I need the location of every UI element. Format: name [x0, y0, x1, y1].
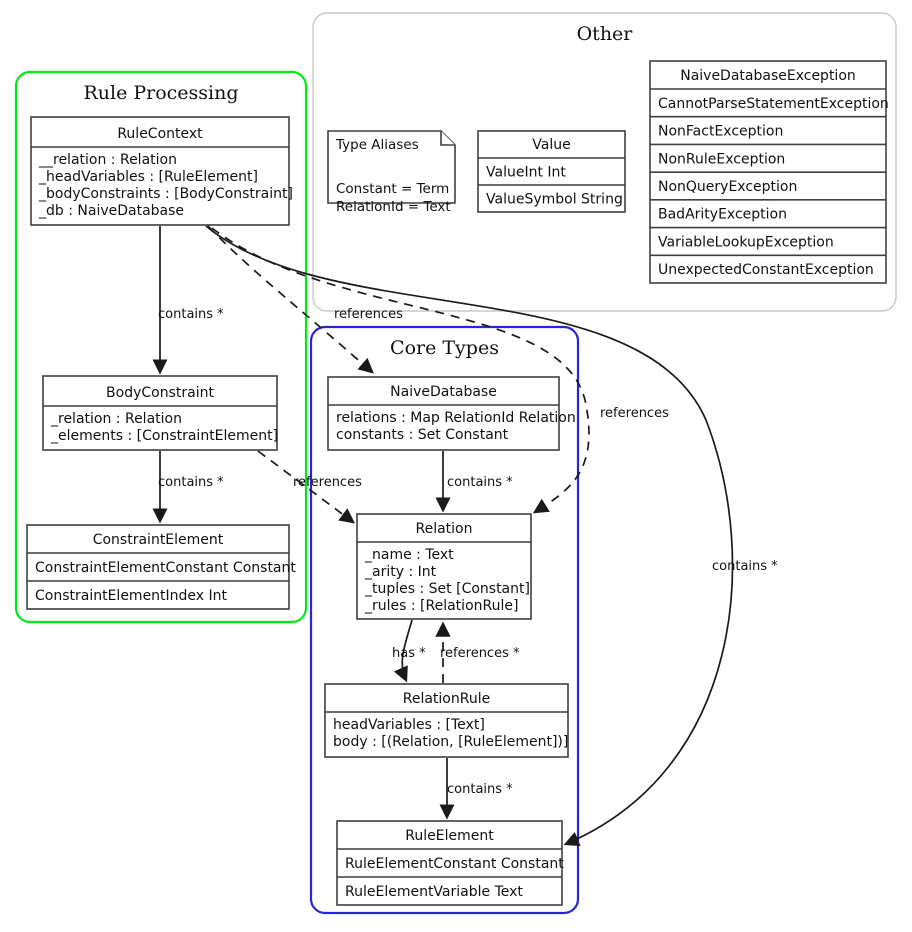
note-line-type-aliases-3: RelationId = Text [336, 199, 451, 215]
class-row-naive-database-exception-0: CannotParseStatementException [658, 96, 889, 112]
class-attribute-relation-rule-1: body : [(Relation, [RuleElement])] [333, 734, 568, 750]
class-attribute-rule-context-0: __relation : Relation [38, 152, 177, 168]
class-row-constraint-element-0: ConstraintElementConstant Constant [35, 560, 296, 576]
note-fold-type-aliases [440, 131, 455, 146]
edges-layer: contains * references references contains *… [152, 225, 778, 847]
class-relation-rule[interactable]: RelationRule headVariables : [Text]body :… [324, 683, 569, 758]
package-title-rule-processing: Rule Processing [83, 82, 238, 104]
class-attribute-relation-0: _name : Text [364, 547, 454, 563]
class-attribute-relation-rule-0: headVariables : [Text] [333, 717, 485, 733]
note-line-type-aliases-0: Type Aliases [335, 137, 419, 153]
class-row-value-1: ValueSymbol String [486, 192, 623, 208]
class-outline-relation [356, 513, 532, 620]
edge-label-relationrule-ruleelement: contains * [447, 782, 513, 797]
classes-layer: RuleContext __relation : Relation_headVar… [26, 60, 889, 906]
note-line-type-aliases-2: Constant = Term [336, 181, 449, 197]
class-row-rule-element-1: RuleElementVariable Text [345, 884, 523, 900]
edge-rulecontext-ruleelement: contains * [205, 225, 778, 847]
class-row-naive-database-exception-5: VariableLookupException [658, 234, 834, 250]
class-attribute-body-constraint-0: _relation : Relation [50, 411, 182, 427]
class-relation[interactable]: Relation _name : Text_arity : Int_tuples … [356, 513, 532, 620]
edge-label-relation-relationrule: has * [392, 646, 426, 661]
edge-label-bodyconstraint-constraintelement: contains * [158, 475, 224, 490]
class-attribute-naive-database-0: relations : Map RelationId Relation [336, 410, 576, 426]
edge-path-bodyconstraint-relation [257, 450, 356, 524]
package-border-core-types [309, 325, 580, 915]
class-attribute-naive-database-1: constants : Set Constant [336, 427, 509, 443]
edge-bodyconstraint-relation: references [257, 450, 362, 524]
class-attribute-rule-context-3: _db : NaiveDatabase [38, 203, 184, 219]
edge-path-rulecontext-naivedatabase [207, 225, 374, 374]
class-name-rule-context: RuleContext [117, 126, 203, 142]
class-row-naive-database-exception-6: UnexpectedConstantException [658, 262, 874, 278]
edge-label-bodyconstraint-relation: references [293, 475, 362, 490]
edge-label-rulecontext-naivedatabase: references [334, 307, 403, 322]
class-name-naive-database-exception: NaiveDatabaseException [680, 68, 856, 84]
class-naive-database-exception[interactable]: NaiveDatabaseExceptionCannotParseStateme… [649, 60, 889, 284]
class-attribute-relation-2: _tuples : Set [Constant] [364, 581, 530, 597]
class-attribute-rule-context-2: _bodyConstraints : [BodyConstraint] [38, 186, 293, 202]
edge-path-rulecontext-relation [211, 227, 590, 514]
class-outline-naive-database [327, 376, 560, 451]
class-name-constraint-element: ConstraintElement [93, 532, 224, 548]
class-attribute-relation-1: _arity : Int [364, 564, 437, 580]
edge-path-relation-relationrule [393, 619, 413, 683]
edge-relationrule-ruleelement: contains * [439, 758, 513, 820]
class-row-constraint-element-1: ConstraintElementIndex Int [35, 588, 228, 604]
class-attribute-relation-3: _rules : [RelationRule] [364, 598, 518, 614]
package-title-core-types: Core Types [390, 337, 499, 359]
class-name-value: Value [532, 137, 570, 153]
class-row-naive-database-exception-4: BadArityException [658, 207, 787, 223]
class-row-naive-database-exception-1: NonFactException [658, 124, 783, 140]
class-outline-rule-element [336, 820, 563, 906]
class-row-value-0: ValueInt Int [486, 165, 566, 181]
class-naive-database[interactable]: NaiveDatabase relations : Map RelationId … [327, 376, 576, 451]
edge-bodyconstraint-constraintelement: contains * [152, 451, 224, 524]
class-row-naive-database-exception-3: NonQueryException [658, 179, 797, 195]
edge-label-relationrule-relation: references * [440, 646, 520, 661]
edge-label-rulecontext-ruleelement: contains * [712, 559, 778, 574]
edge-relationrule-relation: references * [435, 621, 520, 683]
note-body-type-aliases [327, 130, 456, 204]
class-outline-value [477, 130, 626, 213]
class-outline-body-constraint [42, 375, 278, 451]
edge-label-naivedatabase-relation: contains * [447, 475, 513, 490]
class-name-naive-database: NaiveDatabase [390, 384, 497, 400]
class-row-rule-element-0: RuleElementConstant Constant [345, 856, 564, 872]
class-name-rule-element: RuleElement [405, 828, 494, 844]
class-name-body-constraint: BodyConstraint [106, 385, 214, 401]
edge-label-rulecontext-bodyconstraint: contains * [158, 307, 224, 322]
package-core-types: Core Types [309, 325, 580, 915]
edge-path-rulecontext-ruleelement [205, 225, 734, 847]
edge-rulecontext-bodyconstraint: contains * [152, 226, 224, 375]
class-rule-context[interactable]: RuleContext __relation : Relation_headVar… [30, 116, 293, 226]
edge-label-rulecontext-relation: references [600, 406, 669, 421]
package-title-other: Other [577, 23, 634, 45]
edge-naivedatabase-relation: contains * [435, 451, 513, 513]
edge-rulecontext-naivedatabase: references [207, 225, 403, 374]
class-constraint-element[interactable]: ConstraintElementConstraintElementConsta… [26, 524, 296, 610]
edge-relation-relationrule: has * [392, 619, 426, 683]
class-outline-rule-context [30, 116, 290, 226]
class-outline-constraint-element [26, 524, 290, 610]
class-outline-relation-rule [324, 683, 569, 758]
edge-rulecontext-relation: references [211, 227, 669, 514]
class-row-naive-database-exception-2: NonRuleException [658, 151, 785, 167]
class-attribute-rule-context-1: _headVariables : [RuleElement] [38, 169, 258, 185]
class-name-relation: Relation [416, 521, 473, 537]
class-name-relation-rule: RelationRule [403, 691, 490, 707]
class-attribute-body-constraint-1: _elements : [ConstraintElement] [50, 428, 278, 444]
class-body-constraint[interactable]: BodyConstraint _relation : Relation_eleme… [42, 375, 278, 451]
